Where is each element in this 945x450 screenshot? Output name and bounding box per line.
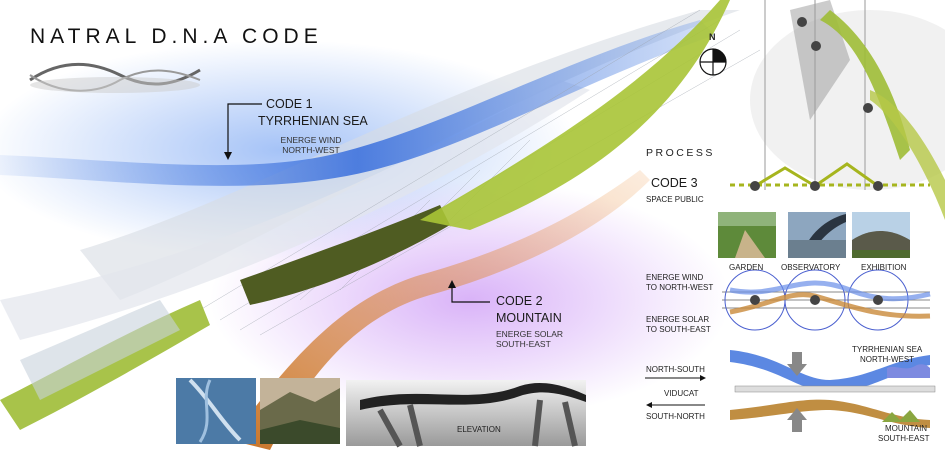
green-leaf-ribbon <box>420 0 730 230</box>
viaduct-diagram <box>645 350 936 432</box>
sea-label-2: NORTH-WEST <box>860 355 915 364</box>
south-north-label: SOUTH-NORTH <box>646 412 705 421</box>
photo-label-observatory: OBSERVATORY <box>781 263 841 272</box>
code2-arrow <box>451 285 490 303</box>
photo-mountain <box>260 378 340 444</box>
mountain-label-2: SOUTH-EAST <box>878 434 930 443</box>
dna-helix <box>29 62 201 93</box>
code3-subtitle: SPACE PUBLIC <box>646 195 704 204</box>
lower-mesh <box>20 300 180 400</box>
compass-icon <box>699 48 727 76</box>
energy-diagram <box>722 269 931 331</box>
observatory-photo <box>788 212 846 258</box>
code2-name: CODE 2 <box>496 294 543 308</box>
exhibition-photo <box>852 212 910 258</box>
mountain-label-1: MOUNTAIN <box>885 424 928 433</box>
code1-name: CODE 1 <box>266 97 313 111</box>
photo-elevation <box>346 380 586 448</box>
process-title: PROCESS <box>646 147 715 159</box>
dark-leaf-ribbon <box>240 205 450 305</box>
sea-label-1: TYRRHENIAN SEA <box>852 345 923 354</box>
code2-arrow-head <box>448 280 456 288</box>
code3-name: CODE 3 <box>651 176 698 190</box>
code1-direction: NORTH-WEST <box>282 145 340 155</box>
compass-label: N <box>709 32 716 42</box>
violet-glow <box>210 180 730 420</box>
photo-label-exhibition: EXHIBITION <box>861 263 907 272</box>
page-title: NATRAL D.N.A CODE <box>30 25 323 48</box>
viducat-label: VIDUCAT <box>664 389 699 398</box>
mountain-band <box>230 170 650 450</box>
wind-label-1: ENERGE WIND <box>646 273 704 282</box>
code2-energy: ENERGE SOLAR <box>496 329 564 339</box>
wind-label-2: TO NORTH-WEST <box>646 283 714 292</box>
tower-structure <box>764 0 945 220</box>
code1-arrow <box>227 103 262 155</box>
code2-place: MOUNTAIN <box>496 311 562 325</box>
code1-arrow-head <box>224 152 232 160</box>
north-south-label: NORTH-SOUTH <box>646 365 705 374</box>
code3-path <box>730 162 930 191</box>
photo-label-garden: GARDEN <box>729 263 764 272</box>
garden-photo <box>718 212 776 258</box>
elevation-label: ELEVATION <box>457 425 501 434</box>
photo-dna <box>176 378 256 444</box>
solar-label-2: TO SOUTH-EAST <box>646 325 711 334</box>
solar-label-1: ENERGE SOLAR <box>646 315 710 324</box>
sea-band <box>0 20 715 186</box>
code1-place: TYRRHENIAN SEA <box>258 114 368 128</box>
code1-energy: ENERGE WIND <box>280 135 342 145</box>
code2-direction: SOUTH-EAST <box>496 339 551 349</box>
